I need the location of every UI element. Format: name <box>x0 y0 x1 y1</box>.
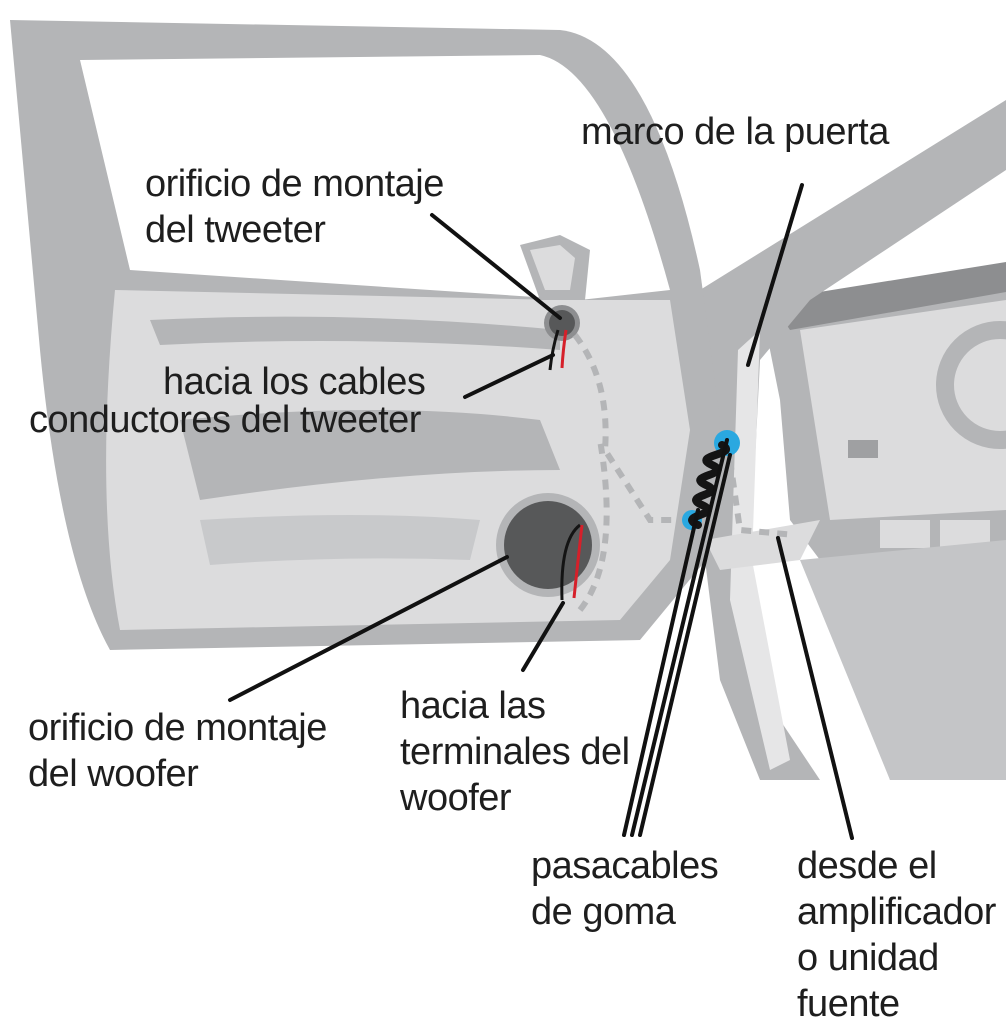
label-woofer-hole-line2: del woofer <box>28 751 327 797</box>
label-from-amp: desde el amplificador o unidad fuente <box>797 843 996 1027</box>
label-tweeter-leads-line2: conductores del tweeter <box>29 401 425 439</box>
label-tweeter-hole-line2: del tweeter <box>145 207 444 253</box>
label-from-amp-line2: amplificador <box>797 889 996 935</box>
label-grommets-line1: pasacables <box>531 843 718 889</box>
label-from-amp-line4: fuente <box>797 981 996 1027</box>
label-woofer-hole: orificio de montaje del woofer <box>28 705 327 797</box>
label-door-frame-line: marco de la puerta <box>581 109 889 155</box>
label-grommets-line2: de goma <box>531 889 718 935</box>
seat-floor <box>800 540 1006 780</box>
label-door-frame: marco de la puerta <box>581 109 889 155</box>
dash-slot <box>880 520 930 548</box>
label-from-amp-line3: o unidad <box>797 935 996 981</box>
label-tweeter-hole: orificio de montaje del tweeter <box>145 161 444 253</box>
label-from-amp-line1: desde el <box>797 843 996 889</box>
label-tweeter-leads-line1: hacia los cables <box>163 363 425 401</box>
car-interior <box>760 262 1006 780</box>
label-woofer-hole-line1: orificio de montaje <box>28 705 327 751</box>
label-woofer-terminals-line1: hacia las <box>400 683 630 729</box>
label-woofer-terminals-line3: woofer <box>400 775 630 821</box>
label-tweeter-leads: hacia los cables conductores del tweeter <box>163 363 425 439</box>
label-woofer-terminals: hacia las terminales del woofer <box>400 683 630 821</box>
label-woofer-terminals-line2: terminales del <box>400 729 630 775</box>
dash-vent <box>848 440 878 458</box>
door-pocket <box>200 515 480 565</box>
label-tweeter-hole-line1: orificio de montaje <box>145 161 444 207</box>
label-grommets: pasacables de goma <box>531 843 718 935</box>
